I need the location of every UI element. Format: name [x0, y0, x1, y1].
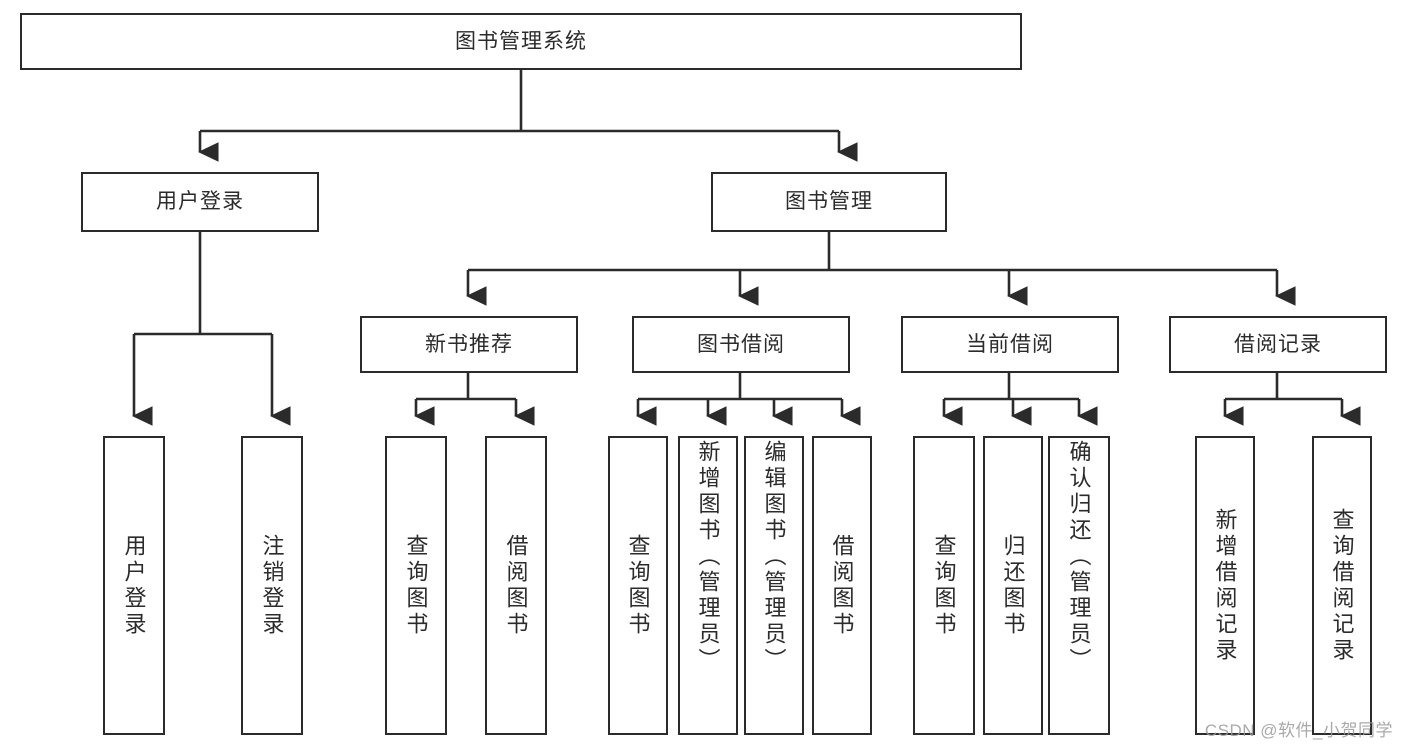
node-label: 图书管理系统	[455, 29, 587, 53]
leaf-borrow-book-bb[interactable]: 借阅图书	[812, 436, 872, 735]
node-label: 新书推荐	[425, 332, 513, 356]
node-label: 当前借阅	[966, 332, 1054, 356]
node-label: 查询图书	[403, 533, 429, 638]
node-book-management[interactable]: 图书管理	[711, 172, 947, 232]
node-label: 注销登录	[259, 533, 285, 638]
leaf-user-login[interactable]: 用户登录	[103, 436, 165, 735]
node-book-borrow[interactable]: 图书借阅	[632, 316, 850, 373]
leaf-query-book-nb[interactable]: 查询图书	[385, 436, 447, 735]
leaf-edit-book-admin[interactable]: 编辑图书（管理员）	[744, 436, 804, 735]
node-label: 新增图书（管理员）	[695, 440, 721, 674]
leaf-logout[interactable]: 注销登录	[241, 436, 303, 735]
leaf-query-book-bb[interactable]: 查询图书	[608, 436, 668, 735]
leaf-add-borrow-record[interactable]: 新增借阅记录	[1195, 436, 1255, 735]
node-label: 借阅图书	[503, 533, 529, 638]
leaf-confirm-return-admin[interactable]: 确认归还（管理员）	[1048, 436, 1110, 735]
node-current-borrow[interactable]: 当前借阅	[901, 316, 1119, 373]
leaf-query-borrow-record[interactable]: 查询借阅记录	[1312, 436, 1372, 735]
node-borrow-record[interactable]: 借阅记录	[1169, 316, 1387, 373]
node-label: 借阅记录	[1234, 332, 1322, 356]
node-root-system[interactable]: 图书管理系统	[20, 13, 1022, 70]
node-label: 确认归还（管理员）	[1066, 440, 1092, 674]
node-label: 查询借阅记录	[1329, 507, 1355, 664]
leaf-return-book[interactable]: 归还图书	[983, 436, 1043, 735]
node-label: 编辑图书（管理员）	[761, 440, 787, 674]
node-label: 图书管理	[785, 190, 873, 214]
node-label: 查询图书	[931, 533, 957, 638]
leaf-borrow-book-nb[interactable]: 借阅图书	[485, 436, 547, 735]
node-new-book-recommend[interactable]: 新书推荐	[360, 316, 578, 373]
watermark: CSDN @软件_小贺同学	[1204, 721, 1393, 740]
node-label: 用户登录	[121, 533, 147, 638]
node-label: 用户登录	[156, 190, 244, 214]
node-label: 图书借阅	[697, 332, 785, 356]
node-label: 新增借阅记录	[1212, 507, 1238, 664]
node-label: 归还图书	[1000, 533, 1026, 638]
node-label: 查询图书	[625, 533, 651, 638]
leaf-add-book-admin[interactable]: 新增图书（管理员）	[678, 436, 738, 735]
node-user-login[interactable]: 用户登录	[81, 172, 319, 232]
leaf-query-book-cb[interactable]: 查询图书	[913, 436, 975, 735]
node-label: 借阅图书	[829, 533, 855, 638]
